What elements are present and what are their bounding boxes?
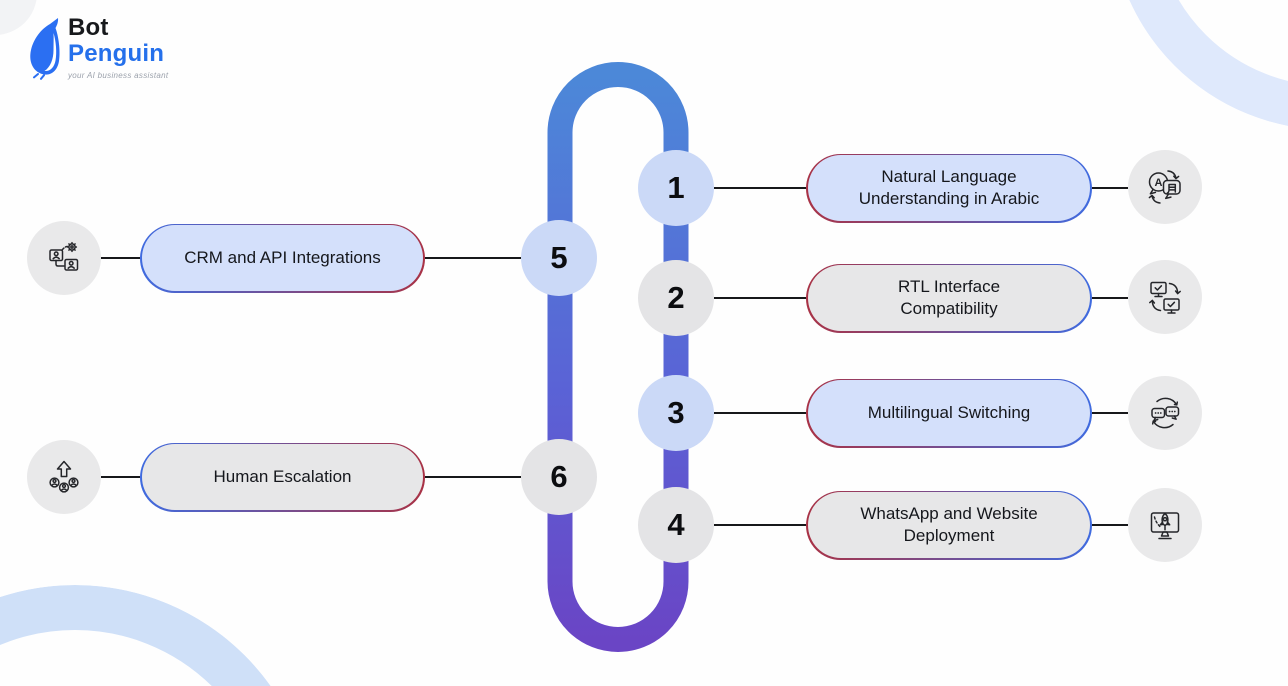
feature-label-5: CRM and API Integrations — [141, 225, 424, 291]
logo-word-bot: Bot — [68, 14, 109, 41]
feature-label-3: Multilingual Switching — [807, 380, 1091, 446]
feature-label-1: Natural Language Understanding in Arabic — [807, 155, 1091, 221]
connector-pill2-icon — [1092, 297, 1128, 299]
feature-icon-circle-5 — [27, 221, 101, 295]
connector-pill1-icon — [1092, 187, 1128, 189]
feature-icon-circle-3 — [1128, 376, 1202, 450]
step-node-1: 1 — [638, 150, 714, 226]
step-node-5: 5 — [521, 220, 597, 296]
feature-label-6: Human Escalation — [141, 444, 424, 510]
logo-word-penguin: Penguin — [68, 40, 165, 67]
step-node-2: 2 — [638, 260, 714, 336]
crm-integration-icon — [43, 237, 85, 279]
connector-node1-pill — [714, 187, 806, 189]
logo-tagline: your AI business assistant — [68, 71, 169, 80]
feature-pill-2: RTL Interface Compatibility — [806, 263, 1092, 333]
feature-icon-circle-1: A — [1128, 150, 1202, 224]
step-node-3: 3 — [638, 375, 714, 451]
step-number-2: 2 — [667, 280, 685, 315]
feature-icon-circle-6 — [27, 440, 101, 514]
feature-pill-5: CRM and API Integrations — [140, 223, 425, 293]
svg-text:A: A — [1155, 177, 1163, 189]
penguin-logo-icon — [18, 16, 64, 85]
feature-label-4: WhatsApp and Website Deployment — [807, 492, 1091, 558]
step-node-6: 6 — [521, 439, 597, 515]
feature-pill-3: Multilingual Switching — [806, 378, 1092, 448]
feature-icon-circle-4 — [1128, 488, 1202, 562]
connector-icon5-pill — [101, 257, 140, 259]
feature-pill-4: WhatsApp and Website Deployment — [806, 490, 1092, 560]
rocket-deployment-icon — [1144, 504, 1186, 546]
connector-node2-pill — [714, 297, 806, 299]
feature-pill-6: Human Escalation — [140, 442, 425, 512]
step-number-1: 1 — [667, 170, 685, 205]
botpenguin-logo: Bot Penguin your AI business assistant — [18, 16, 168, 85]
step-node-4: 4 — [638, 487, 714, 563]
connector-icon6-pill — [101, 476, 140, 478]
feature-pill-1: Natural Language Understanding in Arabic — [806, 153, 1092, 223]
feature-icon-circle-2 — [1128, 260, 1202, 334]
feature-label-2: RTL Interface Compatibility — [807, 265, 1091, 331]
translation-icon: A — [1144, 166, 1186, 208]
connector-pill5-node — [425, 257, 521, 259]
connector-pill3-icon — [1092, 412, 1128, 414]
human-escalation-icon — [43, 456, 85, 498]
connector-pill6-node — [425, 476, 521, 478]
connector-pill4-icon — [1092, 524, 1128, 526]
step-number-3: 3 — [667, 395, 685, 430]
step-number-5: 5 — [550, 240, 568, 275]
step-number-4: 4 — [667, 507, 685, 542]
connector-node3-pill — [714, 412, 806, 414]
step-number-6: 6 — [550, 459, 568, 494]
language-switch-icon — [1144, 392, 1186, 434]
connector-node4-pill — [714, 524, 806, 526]
rtl-monitors-icon — [1144, 276, 1186, 318]
